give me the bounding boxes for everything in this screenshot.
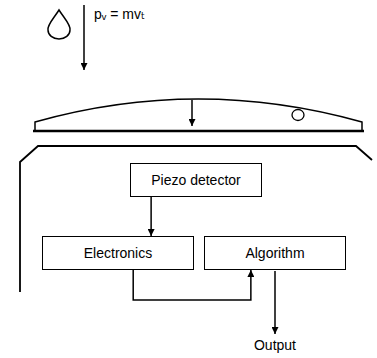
drop-on-dome [292,110,304,121]
connector-arrow [150,197,152,236]
dome [35,99,362,131]
box-label: Piezo detector [151,172,241,189]
momentum-label: pᵥ = mvₜ [94,6,145,23]
momentum-arrow [83,5,85,70]
connector-arrow [133,270,251,300]
process-box: Algorithm [204,236,346,270]
impact-arrow [191,100,193,126]
process-box: Electronics [42,236,194,270]
raindrop [48,10,70,39]
housing [20,146,372,292]
dome-base [33,130,364,133]
output-arrow [274,271,276,334]
box-label: Electronics [84,245,152,262]
output-label: Output [254,337,296,354]
process-box: Piezo detector [130,163,262,197]
box-label: Algorithm [245,245,304,262]
